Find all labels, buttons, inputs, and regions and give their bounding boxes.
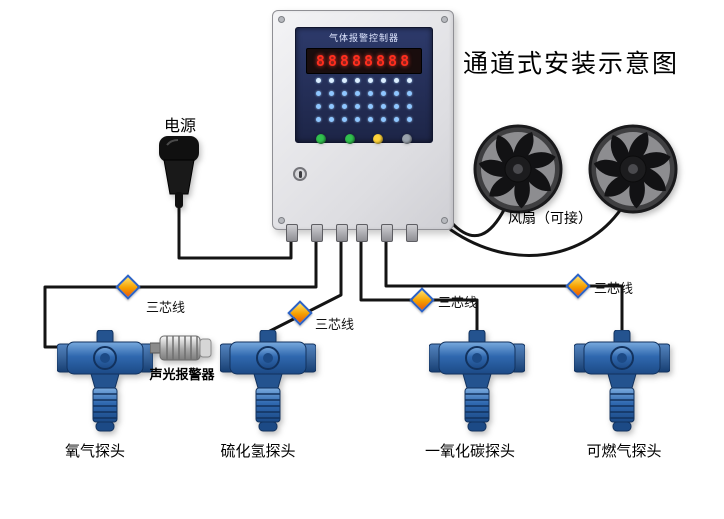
screw-icon bbox=[278, 16, 285, 23]
gas-detector-icon bbox=[429, 330, 525, 432]
wire-oxygen-detector bbox=[43, 234, 318, 349]
wire-fan-2 bbox=[449, 207, 623, 257]
panel-button bbox=[316, 134, 327, 144]
power-plug-icon bbox=[159, 136, 199, 208]
gas-detector-icon bbox=[574, 330, 670, 432]
wire-label: 三芯线 bbox=[315, 317, 355, 332]
cable-gland bbox=[406, 224, 418, 242]
controller-panel: 气体报警控制器 88888888 bbox=[295, 27, 433, 144]
keyhole-icon bbox=[293, 167, 307, 181]
power-wire bbox=[177, 204, 293, 260]
fan-icon bbox=[588, 124, 678, 214]
cable-gland bbox=[381, 224, 393, 242]
controller-unit: 气体报警控制器 88888888 bbox=[272, 10, 454, 230]
detector-label: 氧气探头 bbox=[64, 443, 125, 460]
cable-gland bbox=[356, 224, 368, 242]
panel-button bbox=[344, 134, 355, 144]
wire-combustible-detector bbox=[384, 234, 624, 334]
detector-label: 硫化氢探头 bbox=[220, 443, 296, 460]
diagram-title: 通道式安装示意图 bbox=[463, 51, 680, 78]
screw-icon bbox=[441, 16, 448, 23]
indicator-grid bbox=[296, 78, 432, 126]
screw-icon bbox=[441, 217, 448, 224]
panel-button bbox=[373, 134, 384, 144]
led-display: 88888888 bbox=[306, 48, 422, 74]
fan-label: 风扇（可接） bbox=[508, 210, 592, 226]
wire-label: 三芯线 bbox=[438, 295, 478, 310]
sound-light-alarm-icon bbox=[150, 335, 212, 361]
screw-icon bbox=[278, 217, 285, 224]
wire-h2s-detector bbox=[266, 234, 343, 334]
detector-label: 一氧化碳探头 bbox=[424, 443, 515, 460]
cable-gland bbox=[286, 224, 298, 242]
wire-label: 三芯线 bbox=[146, 300, 186, 315]
controller-panel-title: 气体报警控制器 bbox=[328, 33, 399, 43]
panel-button-row bbox=[296, 134, 432, 144]
wire-label: 三芯线 bbox=[594, 281, 634, 296]
power-label: 电源 bbox=[163, 118, 196, 135]
alarm-label: 声光报警器 bbox=[149, 367, 215, 382]
cable-gland bbox=[311, 224, 323, 242]
fan-icon bbox=[473, 124, 563, 214]
panel-button bbox=[401, 134, 412, 144]
cable-gland bbox=[336, 224, 348, 242]
detector-label: 可燃气探头 bbox=[586, 443, 662, 460]
gas-detector-icon bbox=[220, 330, 316, 432]
wire-co-detector bbox=[359, 234, 479, 334]
wire-fan-1 bbox=[449, 206, 507, 238]
